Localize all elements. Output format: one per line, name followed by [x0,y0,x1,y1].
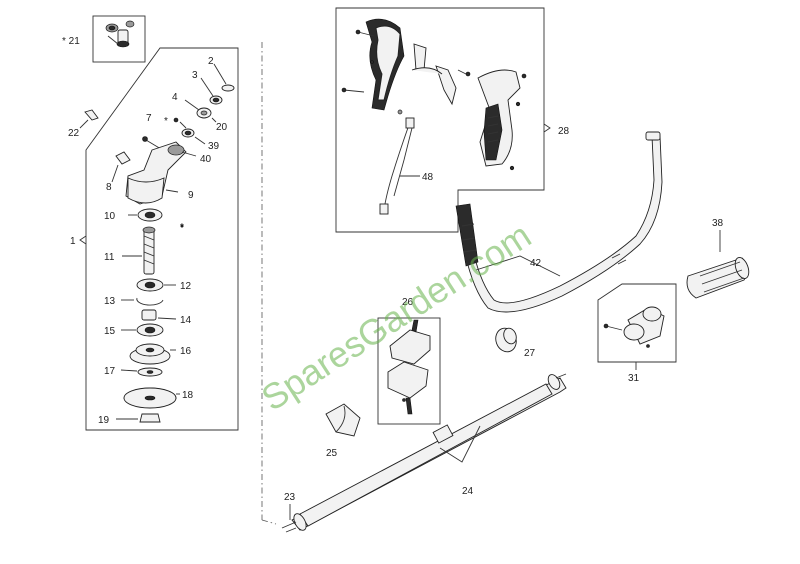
label-part-10: 10 [104,211,116,222]
part-42-loop-handle [455,131,663,313]
label-part-17: 17 [104,366,116,377]
label-part-2: 2 [208,56,214,67]
part-19-nut [139,413,161,423]
label-part-4: 4 [172,92,178,103]
label-part-40: 40 [200,154,212,165]
label-part-31: 31 [628,373,640,384]
part-24-shaft [281,373,567,531]
label-part-26: 26 [402,297,414,308]
label-part-48: 48 [422,172,434,183]
label-part-15: 15 [104,326,116,337]
label-part-22: 22 [68,128,80,139]
part-14-collar [141,309,157,321]
gear-head-assembly [79,15,239,431]
part-21-box [92,15,146,63]
label-part-23: 23 [284,492,296,503]
part-22-bolt [84,109,99,121]
part-13-circlip [136,297,164,306]
part-26-clamp [377,317,441,425]
handle-assembly [335,7,551,233]
asterisk-mark-1: * [164,116,168,127]
label-part-39: 39 [208,141,220,152]
part-9-gear-housing [125,141,197,205]
label-part-1: 1 [70,236,76,247]
part-2-spring [221,84,235,92]
part-48-cable [379,117,415,215]
part-16-holder [129,343,171,365]
part-8-bolt [115,151,131,165]
label-part-21: * 21 [62,36,80,47]
label-part-16: 16 [180,346,192,357]
part-25-clip [325,403,361,437]
label-part-12: 12 [180,281,192,292]
label-part-20: 20 [216,122,228,133]
label-part-11: 11 [104,252,115,263]
label-part-14: 14 [180,315,192,326]
label-part-38: 38 [712,218,724,229]
part-27-ring [495,327,517,353]
label-part-18: 18 [182,390,194,401]
part-31-clamp-kit [597,283,677,370]
label-part-8: 8 [106,182,112,193]
label-part-13: 13 [104,296,116,307]
part-labels: 2 3 4 20 7 39 40 8 9 10 1 11 12 13 14 15… [62,36,724,503]
label-part-24: 24 [462,486,474,497]
handle-bracket [335,7,545,233]
part-18-cover [123,387,177,409]
label-part-25: 25 [326,448,338,459]
label-part-19: 19 [98,415,110,426]
label-part-27: 27 [524,348,536,359]
label-part-28: 28 [558,126,570,137]
part-26-box [377,317,441,425]
label-part-42: 42 [530,258,542,269]
part-31-box [597,283,677,363]
part-21-small-gears [105,20,135,48]
part-11-shaft [142,226,156,275]
gear-head-bracket [85,47,239,431]
part-38-grip [686,230,750,299]
asterisk-mark-2: * [180,222,184,233]
label-part-3: 3 [192,70,198,81]
label-part-9: 9 [188,190,194,201]
label-part-7: 7 [146,113,152,124]
